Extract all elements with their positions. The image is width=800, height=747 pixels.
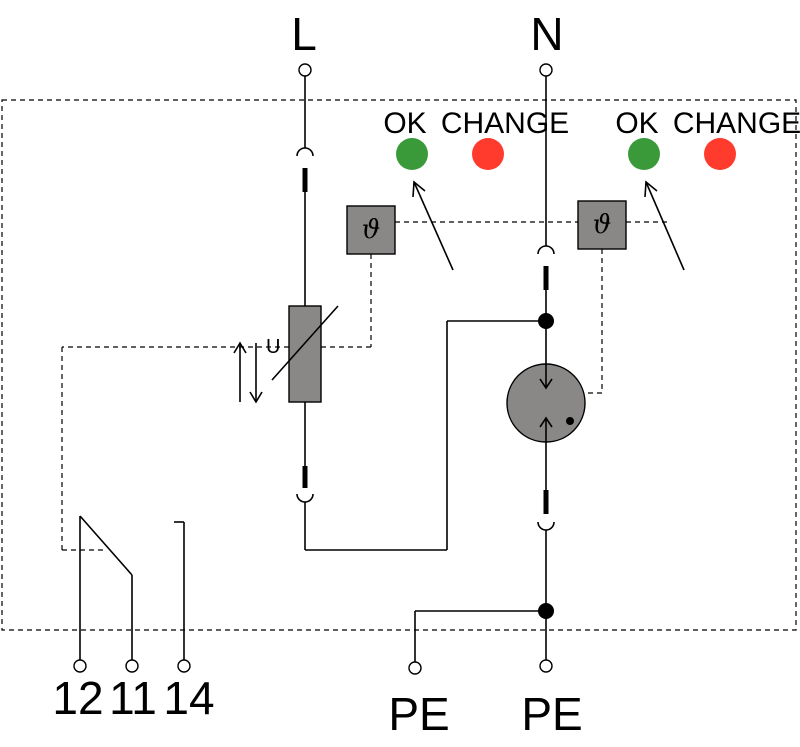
indicator-left-change-lamp: [472, 138, 504, 170]
indicator-left-pointer: [412, 180, 454, 271]
terminal-pe-right: [539, 659, 553, 673]
connector-l-bottom: [296, 493, 314, 503]
indicator-right-ok-lamp: [628, 138, 660, 170]
indicator-right-change-label: CHANGE: [673, 107, 800, 140]
voltage-arrows: [233, 341, 263, 404]
indicator-left-ok-lamp: [396, 138, 428, 170]
terminal-12: [73, 659, 87, 673]
terminal-12-label: 12: [52, 672, 103, 724]
varistor-u-label: U: [266, 336, 280, 358]
indicator-right-pointer: [644, 180, 685, 271]
gdt-electrodes: [539, 364, 574, 442]
indicator-right-ok-label: OK: [615, 107, 658, 140]
terminal-l-label: L: [291, 8, 317, 60]
connector-l-top: [296, 147, 314, 157]
connector-n-bottom: [537, 521, 555, 531]
terminal-pe-right-label: PE: [521, 688, 582, 740]
terminal-l: [298, 63, 312, 77]
indicator-right-change-lamp: [704, 138, 736, 170]
thermal-right-symbol: ϑ: [593, 210, 612, 240]
varistor: [288, 305, 322, 403]
terminal-11-label: 11: [109, 672, 157, 724]
connector-n-top: [537, 245, 555, 255]
terminal-pe-left-label: PE: [388, 688, 449, 740]
terminal-14-label: 14: [163, 672, 214, 724]
terminal-n: [539, 63, 553, 77]
terminal-14: [177, 659, 191, 673]
indicator-left-change-label: CHANGE: [441, 107, 569, 140]
device-enclosure: [1, 99, 797, 631]
thermal-disconnector-left: [346, 205, 396, 255]
terminal-pe-left: [408, 661, 422, 675]
varistor-slash: [271, 305, 339, 381]
terminal-n-label: N: [530, 8, 563, 60]
contact-switch-blade: [79, 515, 133, 576]
terminal-11: [125, 659, 139, 673]
thermal-left-symbol: ϑ: [362, 215, 381, 245]
indicator-left-ok-label: OK: [383, 107, 426, 140]
